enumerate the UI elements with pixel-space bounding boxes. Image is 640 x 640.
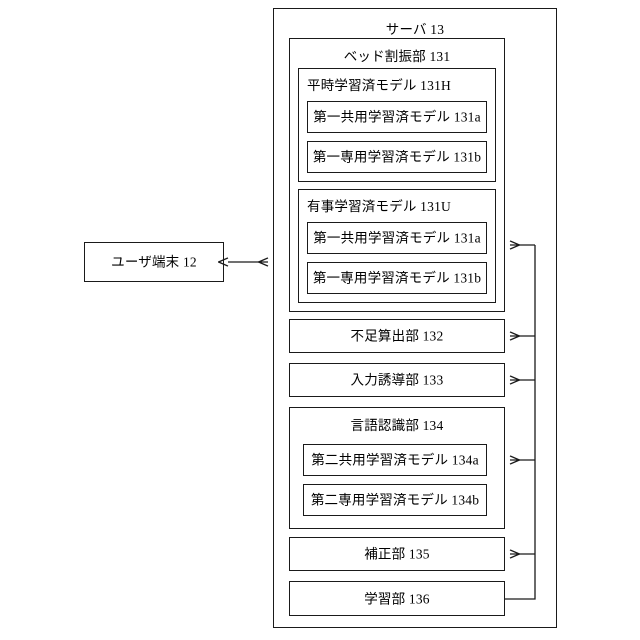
- emergency-dedicated-model-box[interactable]: 第一専用学習済モデル 131b: [307, 262, 487, 294]
- correction-unit-label: 補正部 135: [364, 546, 430, 562]
- user-terminal-box[interactable]: ユーザ端末 12: [84, 242, 224, 282]
- input-guidance-unit-label: 入力誘導部 133: [350, 372, 444, 388]
- peacetime-shared-model-label: 第一共用学習済モデル 131a: [313, 109, 481, 125]
- server-label: サーバ 13: [385, 22, 445, 37]
- second-dedicated-model-box[interactable]: 第二専用学習済モデル 134b: [303, 484, 487, 516]
- language-recognition-unit-label: 言語認識部 134: [350, 418, 444, 433]
- learning-unit-box[interactable]: 学習部 136: [289, 581, 505, 616]
- emergency-model-label: 有事学習済モデル 131U: [307, 199, 451, 214]
- second-shared-model-label: 第二共用学習済モデル 134a: [311, 452, 479, 468]
- peacetime-shared-model-box[interactable]: 第一共用学習済モデル 131a: [307, 101, 487, 133]
- shortage-calculation-unit-box[interactable]: 不足算出部 132: [289, 319, 505, 353]
- emergency-shared-model-label: 第一共用学習済モデル 131a: [313, 230, 481, 246]
- user-terminal-label: ユーザ端末 12: [111, 254, 197, 270]
- peacetime-dedicated-model-label: 第一専用学習済モデル 131b: [312, 149, 482, 165]
- peacetime-dedicated-model-box[interactable]: 第一専用学習済モデル 131b: [307, 141, 487, 173]
- correction-unit-box[interactable]: 補正部 135: [289, 537, 505, 571]
- shortage-calculation-unit-label: 不足算出部 132: [350, 328, 444, 344]
- second-shared-model-box[interactable]: 第二共用学習済モデル 134a: [303, 444, 487, 476]
- emergency-dedicated-model-label: 第一専用学習済モデル 131b: [312, 270, 482, 286]
- learning-unit-label: 学習部 136: [364, 590, 430, 606]
- second-dedicated-model-label: 第二専用学習済モデル 134b: [310, 492, 480, 508]
- input-guidance-unit-box[interactable]: 入力誘導部 133: [289, 363, 505, 397]
- emergency-shared-model-box[interactable]: 第一共用学習済モデル 131a: [307, 222, 487, 254]
- peacetime-model-label: 平時学習済モデル 131H: [307, 78, 451, 93]
- bed-allocation-unit-label: ベッド割振部 131: [343, 49, 451, 64]
